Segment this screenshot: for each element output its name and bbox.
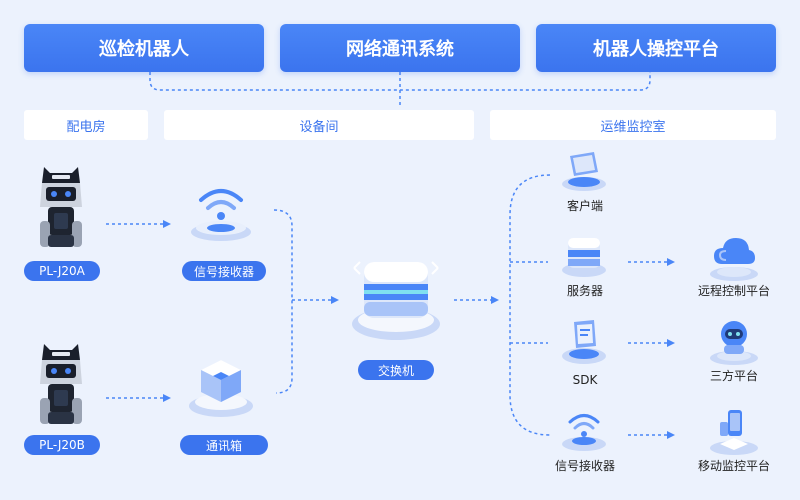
zone-ops-room: 运维监控室 [490,110,776,140]
robot-label-a: PL-J20A [24,261,100,281]
sdk-icon [560,316,608,370]
endpoint-sdk-label: SDK [572,373,598,387]
server-icon [560,230,608,282]
endpoint-server-label: 服务器 [566,284,603,298]
platform-remote-label: 远程控制平台 [697,284,770,298]
endpoint-client-label: 客户端 [566,199,603,213]
zone-equipment-room: 设备间 [164,110,474,140]
robot-icon [38,340,84,434]
switch-label: 交换机 [358,360,434,380]
cube-box-icon [186,350,256,424]
wifi-receiver-icon [188,176,254,248]
server-switch-icon [348,248,444,348]
comm-box-label: 通讯箱 [180,435,268,455]
platform-mobile-label: 移动监控平台 [697,459,770,473]
header-robot-button[interactable]: 巡检机器人 [24,24,264,72]
platform-third-party-label: 三方平台 [709,369,758,383]
bot-avatar-icon [708,314,760,370]
laptop-client-icon [560,148,608,196]
receiver-label: 信号接收器 [182,261,266,281]
header-network-button[interactable]: 网络通讯系统 [280,24,520,72]
cloud-icon [708,230,760,286]
mobile-monitor-icon [708,404,760,460]
endpoint-receiver-label: 信号接收器 [554,459,615,473]
robot-icon [38,163,84,257]
zone-power-room: 配电房 [24,110,148,140]
wifi-receiver-icon [560,404,608,456]
robot-label-b: PL-J20B [24,435,100,455]
header-platform-button[interactable]: 机器人操控平台 [536,24,776,72]
